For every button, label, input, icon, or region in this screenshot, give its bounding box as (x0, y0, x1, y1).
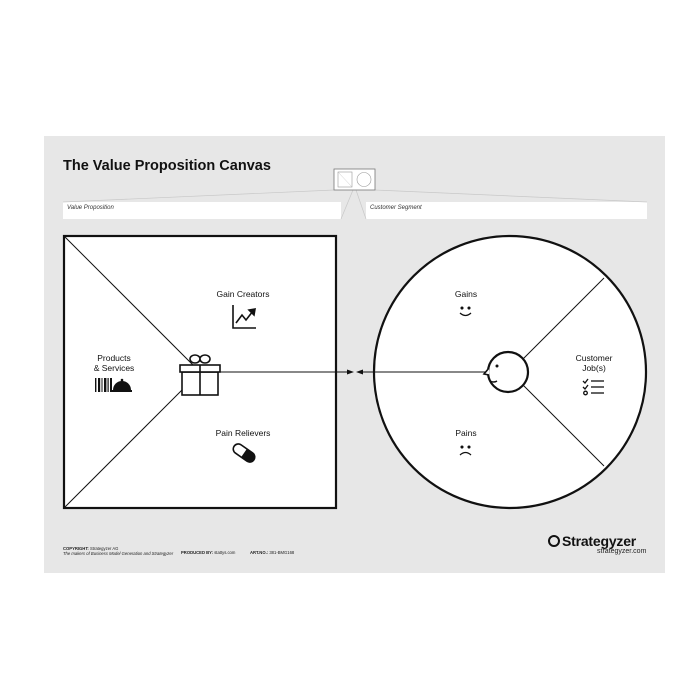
brand-url[interactable]: strategyzer.com (597, 548, 647, 555)
page-title: The Value Proposition Canvas (63, 158, 271, 174)
smile-icon (459, 306, 472, 317)
chart-up-icon (232, 305, 256, 329)
copyright-note: The makers of Business Model Generation … (63, 551, 174, 556)
produced-label: PRODUCED BY: (181, 550, 214, 555)
products-services-label-line1: Products (97, 353, 131, 363)
customer-jobs-label-line1: Customer (575, 353, 613, 363)
value-proposition-field-label: Value Proposition (67, 205, 114, 211)
gift-icon (179, 354, 221, 396)
value-proposition-field[interactable]: Value Proposition (63, 202, 341, 219)
pill-icon (232, 443, 256, 463)
strategyzer-logo-icon (548, 535, 560, 547)
strategyzer-logo[interactable]: Strategyzer (548, 533, 636, 549)
customer-jobs-label-line2: Job(s) (582, 363, 606, 373)
arrow-head-icon (356, 369, 363, 375)
produced-by-block: PRODUCED BY: stattys.com (181, 550, 235, 555)
art-label: ART.NO.: (250, 550, 269, 555)
frown-icon (459, 445, 472, 456)
pain-relievers-label: Pain Relievers (215, 428, 271, 438)
gains-label: Gains (454, 289, 478, 299)
copyright-label: COPYRIGHT: (63, 546, 89, 551)
copyright-block: COPYRIGHT: Strategyzer AG The makers of … (63, 546, 173, 556)
article-number-block: ART.NO.: 381-BMG168 (250, 550, 294, 555)
face-icon (482, 350, 530, 394)
cloche-icon (112, 378, 132, 392)
produced-value: stattys.com (214, 550, 236, 555)
checklist-icon (582, 378, 604, 396)
customer-segment-field[interactable]: Customer Segment (366, 202, 647, 219)
barcode-icon (95, 378, 112, 392)
customer-segment-field-label: Customer Segment (370, 205, 422, 211)
pains-label: Pains (455, 428, 477, 438)
brand-name: Strategyzer (562, 533, 637, 549)
arrow-head-icon (347, 369, 354, 375)
copyright-value: Strategyzer AG (90, 546, 119, 551)
gain-creators-label: Gain Creators (216, 289, 270, 299)
products-services-label-line2: & Services (93, 363, 135, 373)
art-value: 381-BMG168 (269, 550, 295, 555)
canvas-thumbnail-icon (62, 168, 648, 220)
